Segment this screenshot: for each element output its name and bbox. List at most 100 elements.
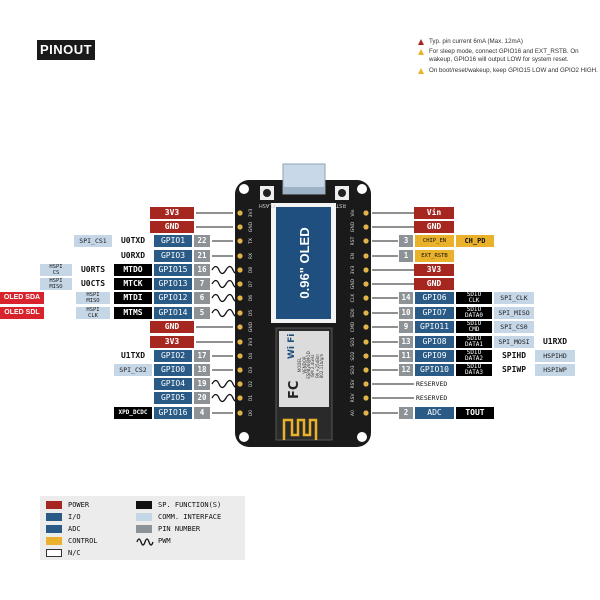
gnd-label: GND	[150, 321, 194, 333]
pinout-title: PINOUT	[37, 40, 95, 60]
u1rxd-label: U1RXD	[542, 337, 568, 346]
pin-number: 4	[194, 407, 210, 419]
gpio-label: GPIO0	[154, 364, 192, 376]
sdio-line: CLK	[468, 297, 480, 304]
pin-number: 12	[399, 364, 413, 376]
pin-number: 22	[194, 235, 210, 247]
mount-hole	[239, 432, 249, 442]
oled-screen	[276, 207, 331, 319]
pwm-wave-icon	[211, 308, 241, 318]
sdio-line: DATA1	[464, 341, 484, 348]
module-text: MODEL VENDOR ESP8266MOD	[297, 333, 311, 397]
pwm-wave-icon	[211, 293, 241, 303]
reserved-label: RESERVED	[416, 392, 466, 404]
spi-label: SPI_CLK	[494, 292, 534, 304]
legend-swatch	[46, 513, 62, 521]
legend-item: PWM	[136, 536, 171, 546]
legend-item: PIN NUMBER	[136, 524, 200, 534]
gpio-label: GPIO12	[154, 292, 192, 304]
note-item: Typ. pin current 6mA (Max. 12mA)	[418, 38, 598, 46]
pin-number: 18	[194, 364, 210, 376]
uart-label: U1TXD	[120, 351, 146, 360]
notes-panel: Typ. pin current 6mA (Max. 12mA) For sle…	[418, 38, 598, 77]
mtms-label: MTMS	[114, 307, 152, 319]
vin-label: Vin	[414, 207, 454, 219]
legend-item: N/C	[46, 548, 81, 558]
legend-label: ADC	[68, 525, 81, 533]
gpio-label: GPIO4	[154, 378, 192, 390]
warning-triangle-icon	[418, 49, 424, 56]
hspi-line: HSPI	[86, 292, 100, 298]
sdio-line: SDIO	[466, 292, 482, 298]
legend-label: COMM. INTERFACE	[158, 513, 222, 521]
adc-label: ADC	[415, 407, 454, 419]
silkscreen-pin-label: CMD	[351, 321, 356, 333]
legend-item: POWER	[46, 500, 89, 510]
gpio-label: GPIO16	[154, 407, 192, 419]
hspi-line: HSPI	[49, 264, 63, 270]
pin-number: 20	[194, 392, 210, 404]
silkscreen-pin-label: RSV	[351, 393, 356, 403]
pwm-wave-icon	[211, 393, 241, 403]
module-shield	[279, 331, 329, 407]
pin-number: 1	[399, 250, 413, 262]
pwm-wave-icon	[211, 265, 241, 275]
pin-number: 14	[399, 292, 413, 304]
spihd-label: SPIHD	[501, 351, 527, 360]
legend-label: PIN NUMBER	[158, 525, 201, 533]
gnd-label: GND	[414, 278, 454, 290]
gpio-label: GPIO3	[154, 250, 192, 262]
oled-sdl-label: OLED SDL	[0, 307, 44, 319]
gpio-label: GPIO9	[415, 350, 454, 362]
mtdi-label: MTDI	[114, 292, 152, 304]
silkscreen-pin-label: GND	[249, 321, 254, 333]
fcc-logo: FC	[287, 381, 302, 399]
header-pins	[237, 210, 369, 416]
pin-number: 19	[194, 378, 210, 390]
hspi-line: HSPI	[49, 278, 63, 284]
gpio-label: GPIO7	[415, 307, 454, 319]
uart-label: U0RXD	[120, 251, 146, 260]
gpio-label: GPIO14	[154, 307, 192, 319]
uart-label: U0RTS	[80, 265, 106, 274]
pin-number: 16	[194, 264, 210, 276]
silkscreen-pin-label: RST	[351, 236, 356, 246]
pin-number: 13	[399, 336, 413, 348]
pwm-wave-icon	[211, 379, 241, 389]
legend-label: SP. FUNCTION(S)	[158, 501, 222, 509]
pin-number: 3	[399, 235, 413, 247]
xpd-dcdc-label: XPD_DCDC	[114, 407, 152, 419]
gpio-label: GPIO8	[415, 336, 454, 348]
hspi-line: MISO	[86, 298, 100, 304]
silkscreen-pin-label: A0	[351, 410, 356, 416]
oled-label: 0.96" OLED	[297, 227, 312, 299]
module-line: 802.11b/g/n	[319, 353, 324, 379]
pin-number: 10	[399, 307, 413, 319]
pin-number: 6	[194, 292, 210, 304]
module-text: ISM 2.4GHz PA +25dBm 802.11b/g/n	[310, 334, 325, 398]
sdio-line: SDIO	[466, 364, 482, 370]
sdio-line: SDIO	[466, 307, 482, 313]
legend-label: POWER	[68, 501, 90, 509]
power-3v3-label: 3V3	[150, 336, 194, 348]
chip-en-label: CHIP_EN	[415, 235, 454, 247]
legend-swatch	[46, 537, 62, 545]
pin-number: 7	[194, 278, 210, 290]
power-3v3-label: 3V3	[414, 264, 454, 276]
legend-item: COMM. INTERFACE	[136, 512, 221, 522]
spi-label: SPI_MOSI	[494, 336, 534, 348]
legend-label: PWM	[158, 537, 171, 545]
gpio-label: GPIO15	[154, 264, 192, 276]
ext-rstb-label: EXT_RSTB	[415, 250, 454, 262]
spiwp-label: SPIWP	[501, 365, 527, 374]
sdio-line: CMD	[468, 326, 480, 333]
legend-swatch	[136, 501, 152, 509]
pin-number: 17	[194, 350, 210, 362]
legend-swatch	[136, 513, 152, 521]
mount-hole	[357, 432, 367, 442]
mount-hole	[239, 184, 249, 194]
